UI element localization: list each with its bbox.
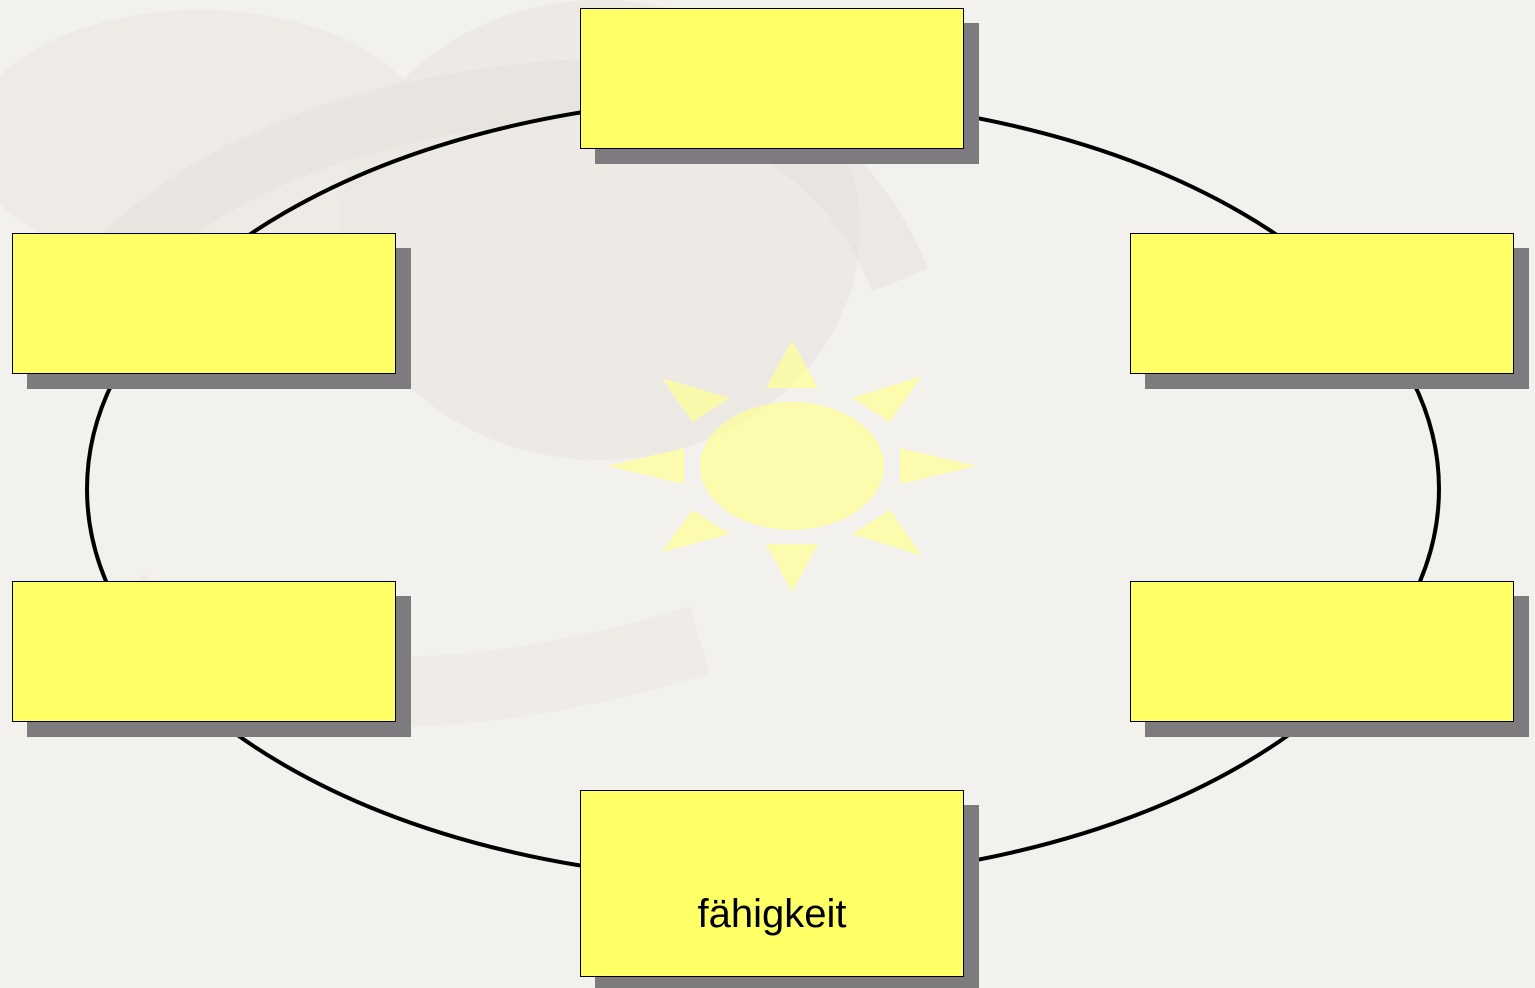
cycle-node-right-lower[interactable] [1130, 581, 1514, 722]
cycle-node-bottom-label: fähigkeit [697, 892, 847, 936]
cycle-node-top[interactable] [580, 8, 964, 149]
cycle-node-left-upper[interactable] [12, 233, 396, 374]
cycle-node-left-lower[interactable] [12, 581, 396, 722]
cycle-node-bottom[interactable]: fähigkeit [580, 790, 964, 977]
cycle-node-right-upper[interactable] [1130, 233, 1514, 374]
